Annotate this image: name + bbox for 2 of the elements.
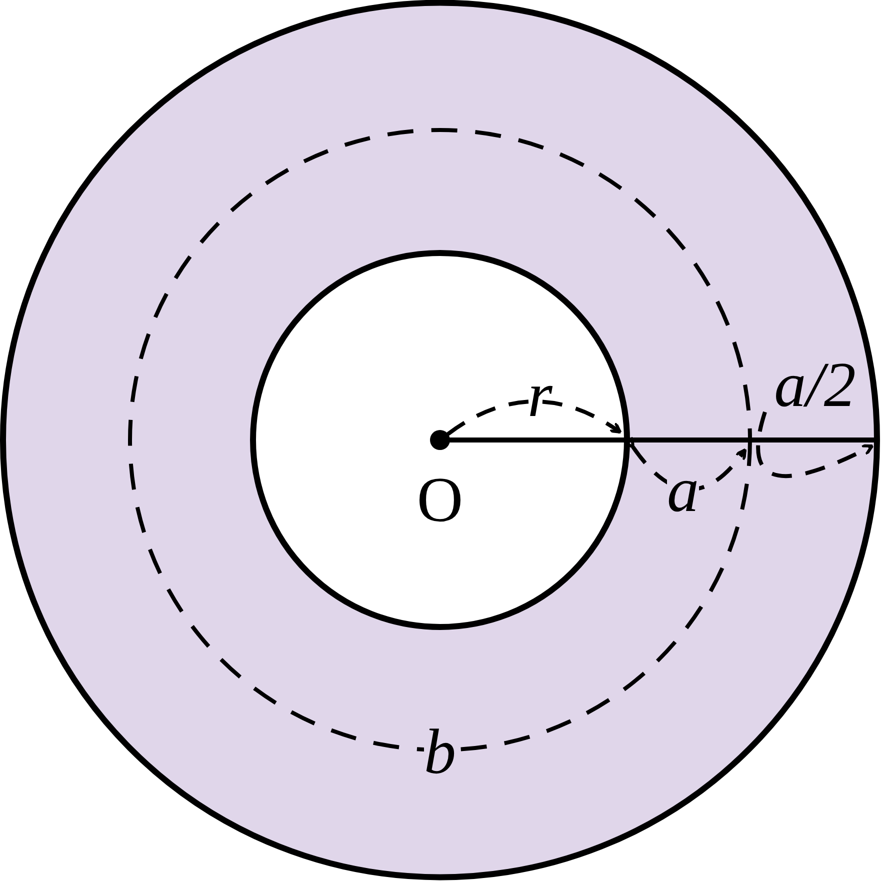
math-label: O — [416, 468, 464, 532]
math-label: r — [528, 363, 552, 427]
